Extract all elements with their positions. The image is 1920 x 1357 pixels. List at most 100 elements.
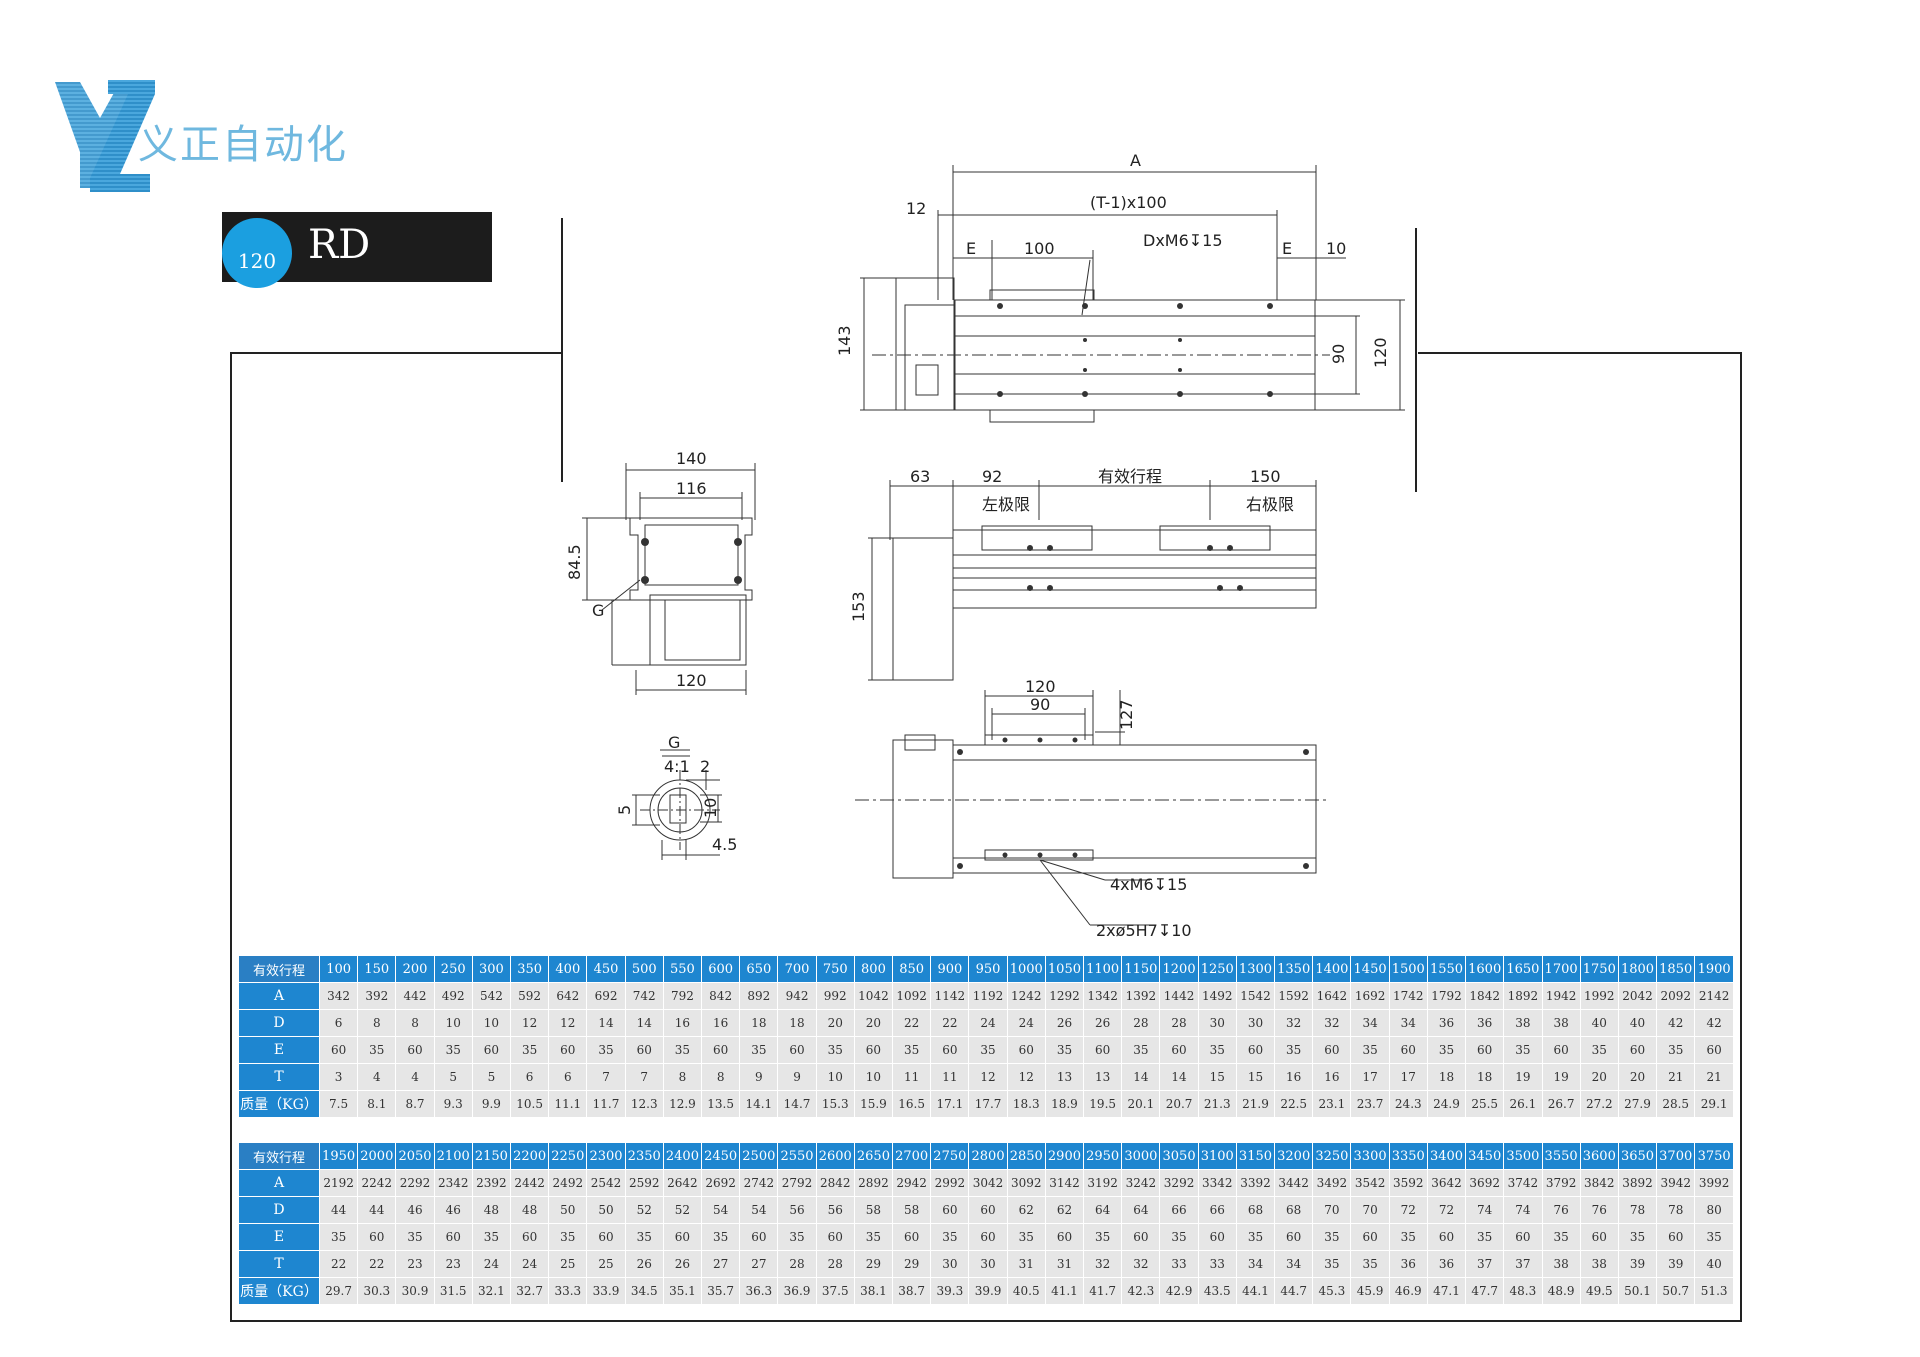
brand-name: 义正自动化 xyxy=(138,122,348,168)
table-cell: 36 xyxy=(1426,1009,1467,1037)
dim-90-bottom: 90 xyxy=(1030,695,1050,714)
table-cell: 3642 xyxy=(1426,1169,1467,1197)
table-cell: 17.7 xyxy=(968,1090,1008,1118)
table-cell: 39.9 xyxy=(968,1277,1008,1305)
table-cell: 3942 xyxy=(1656,1169,1696,1197)
table-cell: 492 xyxy=(433,982,473,1010)
table-cell: 1792 xyxy=(1426,982,1467,1010)
table-cell: 942 xyxy=(777,982,817,1010)
table-cell: 60 xyxy=(1312,1036,1352,1064)
table-cell: 35 xyxy=(1274,1036,1314,1064)
dim-92: 92 xyxy=(982,467,1002,486)
table-cell: 26.1 xyxy=(1503,1090,1543,1118)
table-cell: 64 xyxy=(1121,1196,1161,1224)
dim-63: 63 xyxy=(910,467,930,486)
table-cell: 29 xyxy=(853,1250,894,1278)
table-cell: 33 xyxy=(1159,1250,1199,1278)
table-cell: 66 xyxy=(1197,1196,1237,1224)
table-cell: 11.7 xyxy=(586,1090,626,1118)
stroke-header-cell: 3550 xyxy=(1541,1142,1581,1170)
table-cell: 41.7 xyxy=(1083,1277,1123,1305)
table-cell: 1642 xyxy=(1312,982,1352,1010)
detail-label: G xyxy=(668,733,680,752)
table-cell: 35 xyxy=(1159,1223,1199,1251)
table-cell: 35 xyxy=(777,1223,817,1251)
dim-A: A xyxy=(1130,151,1141,170)
table-cell: 35 xyxy=(662,1036,703,1064)
stroke-header-cell: 2150 xyxy=(471,1142,512,1170)
table-cell: 8 xyxy=(701,1063,741,1091)
table-cell: 3392 xyxy=(1235,1169,1276,1197)
table-cell: 35 xyxy=(395,1223,435,1251)
table-cell: 38 xyxy=(1579,1250,1619,1278)
table-cell: 19.5 xyxy=(1083,1090,1123,1118)
table-cell: 35 xyxy=(1235,1223,1276,1251)
table-cell: 38 xyxy=(1503,1009,1543,1037)
dim-right-offset: 10 xyxy=(1326,239,1346,258)
table-cell: 4 xyxy=(395,1063,435,1091)
table-cell: 33 xyxy=(1197,1250,1237,1278)
table-cell: 24 xyxy=(471,1250,512,1278)
table-cell: 992 xyxy=(815,982,855,1010)
stroke-header-cell: 3100 xyxy=(1197,1142,1237,1170)
table-cell: 28 xyxy=(815,1250,855,1278)
table-cell: 3342 xyxy=(1197,1169,1237,1197)
table-cell: 35 xyxy=(1312,1250,1352,1278)
table-cell: 34 xyxy=(1274,1250,1314,1278)
table-cell: 35 xyxy=(586,1036,626,1064)
table-cell: 3 xyxy=(318,1063,359,1091)
stroke-header-cell: 2050 xyxy=(395,1142,435,1170)
table-cell: 2992 xyxy=(930,1169,970,1197)
table-cell: 692 xyxy=(586,982,626,1010)
stroke-header-cell: 950 xyxy=(968,955,1008,983)
table-cell: 66 xyxy=(1159,1196,1199,1224)
stroke-header-cell: 1800 xyxy=(1617,955,1658,983)
table-cell: 60 xyxy=(892,1223,932,1251)
stroke-header-cell: 650 xyxy=(739,955,779,983)
table-cell: 3542 xyxy=(1350,1169,1390,1197)
table-cell: 48 xyxy=(471,1196,512,1224)
table-cell: 11.1 xyxy=(548,1090,588,1118)
table-cell: 2092 xyxy=(1656,982,1696,1010)
stroke-header-cell: 1050 xyxy=(1044,955,1085,983)
table-cell: 35 xyxy=(1503,1036,1543,1064)
table-cell: 35 xyxy=(433,1036,473,1064)
stroke-header-cell: 1250 xyxy=(1197,955,1237,983)
table-cell: 47.1 xyxy=(1426,1277,1467,1305)
table-cell: 35 xyxy=(471,1223,512,1251)
table-cell: 35 xyxy=(357,1036,397,1064)
table-cell: 26 xyxy=(662,1250,703,1278)
table-cell: 3892 xyxy=(1617,1169,1658,1197)
table-cell: 24.3 xyxy=(1388,1090,1428,1118)
table-cell: 24.9 xyxy=(1426,1090,1467,1118)
table-cell: 1342 xyxy=(1083,982,1123,1010)
table-cell: 7 xyxy=(624,1063,664,1091)
table-cell: 37 xyxy=(1503,1250,1543,1278)
stroke-header-cell: 1900 xyxy=(1694,955,1734,983)
table-cell: 32.1 xyxy=(471,1277,512,1305)
stroke-header-cell: 3250 xyxy=(1312,1142,1352,1170)
table-cell: 2942 xyxy=(892,1169,932,1197)
table-cell: 20 xyxy=(815,1009,855,1037)
stroke-header-cell: 3500 xyxy=(1503,1142,1543,1170)
stroke-header-cell: 2000 xyxy=(357,1142,397,1170)
table-cell: 56 xyxy=(815,1196,855,1224)
table-cell: 80 xyxy=(1694,1196,1734,1224)
stroke-header-cell: 900 xyxy=(930,955,970,983)
table-cell: 70 xyxy=(1350,1196,1390,1224)
table-cell: 46.9 xyxy=(1388,1277,1428,1305)
dim-width-116: 116 xyxy=(676,479,707,498)
stroke-header-cell: 550 xyxy=(662,955,703,983)
table-cell: 2792 xyxy=(777,1169,817,1197)
table-cell: 3842 xyxy=(1579,1169,1619,1197)
stroke-header-cell: 100 xyxy=(318,955,359,983)
stroke-header-cell: 2450 xyxy=(701,1142,741,1170)
table-cell: 60 xyxy=(1617,1036,1658,1064)
stroke-header-cell: 450 xyxy=(586,955,626,983)
table-cell: 1092 xyxy=(892,982,932,1010)
table-cell: 792 xyxy=(662,982,703,1010)
